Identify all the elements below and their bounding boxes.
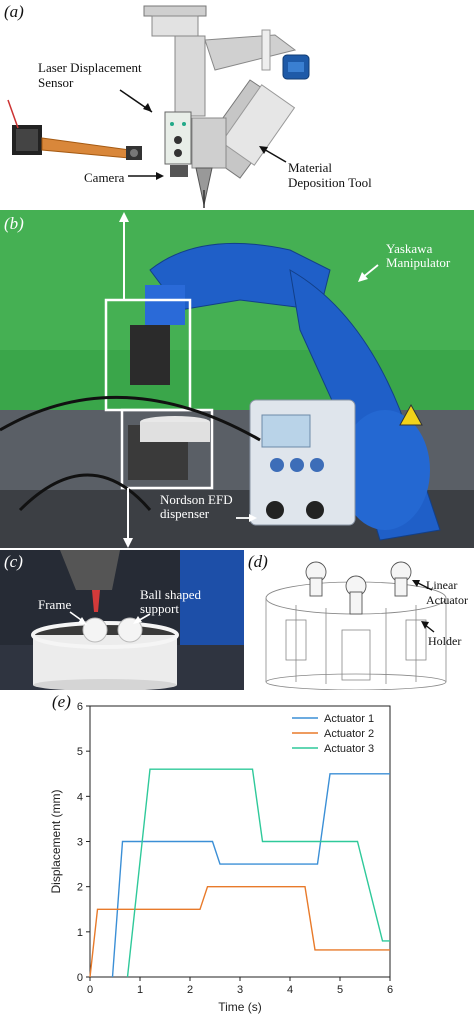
label-holder: Holder [428, 634, 462, 648]
blue-motor-icon [282, 54, 310, 80]
label-ball-support: Ball shaped support [140, 587, 202, 616]
panel-b-photo: (b) Yaskawa Manipulator Nordson EFD disp… [0, 210, 474, 548]
y-tick-label: 5 [77, 746, 83, 758]
y-axis-label: Displacement (mm) [49, 789, 63, 893]
ball-support-icon [82, 617, 143, 643]
series-line-actuator-3 [126, 768, 390, 978]
yaskawa-robot-icon [145, 242, 441, 541]
x-tick-label: 1 [137, 984, 143, 996]
x-tick-label: 2 [187, 984, 193, 996]
label-laser-sensor: Laser Displacement Sensor [38, 60, 142, 90]
x-tick-label: 0 [87, 984, 93, 996]
panel-d: (d) Linear Actuator Holder [246, 550, 474, 690]
y-tick-label: 3 [77, 837, 83, 849]
y-tick-label: 6 [77, 701, 83, 713]
panel-c-letter: (c) [4, 552, 23, 571]
holder-drawing [265, 561, 447, 690]
label-material-tool: Material Deposition Tool [288, 160, 372, 190]
x-tick-label: 3 [237, 984, 243, 996]
panel-c-photo: (c) Frame Ball shaped support [0, 550, 244, 690]
panel-e-letter: (e) [52, 692, 71, 711]
linear-actuator-icon [305, 561, 412, 615]
x-tick-label: 5 [337, 984, 343, 996]
y-tick-label: 4 [77, 791, 83, 803]
label-linear-actuator: Linear Actuator [426, 578, 468, 607]
y-tick-label: 2 [77, 882, 83, 894]
series-line-actuator-1 [111, 773, 390, 978]
legend-label-actuator-1: Actuator 1 [324, 713, 374, 725]
label-frame: Frame [38, 597, 72, 612]
laser-sensor-icon [164, 111, 192, 165]
legend-label-actuator-3: Actuator 3 [324, 743, 374, 755]
robot-scene [0, 210, 474, 548]
legend-label-actuator-2: Actuator 2 [324, 728, 374, 740]
x-tick-label: 6 [387, 984, 393, 996]
label-nordson-dispenser: Nordson EFD dispenser [160, 492, 233, 521]
y-tick-label: 1 [77, 927, 83, 939]
y-tick-label: 0 [77, 972, 83, 984]
tool-assembly-drawing [7, 5, 310, 208]
panel-d-letter: (d) [248, 552, 268, 571]
x-tick-label: 4 [287, 984, 293, 996]
series-line-actuator-2 [89, 885, 390, 978]
camera-module-icon [7, 99, 142, 160]
label-yaskawa-manipulator: Yaskawa Manipulator [386, 241, 451, 270]
x-axis-label: Time (s) [218, 1000, 262, 1014]
panel-a-letter: (a) [4, 2, 24, 21]
frame-scene [0, 550, 244, 690]
panel-b-letter: (b) [4, 214, 24, 233]
label-camera: Camera [84, 170, 125, 185]
panel-a: (a) [0, 0, 474, 210]
dispenser-unit-icon [249, 399, 356, 526]
